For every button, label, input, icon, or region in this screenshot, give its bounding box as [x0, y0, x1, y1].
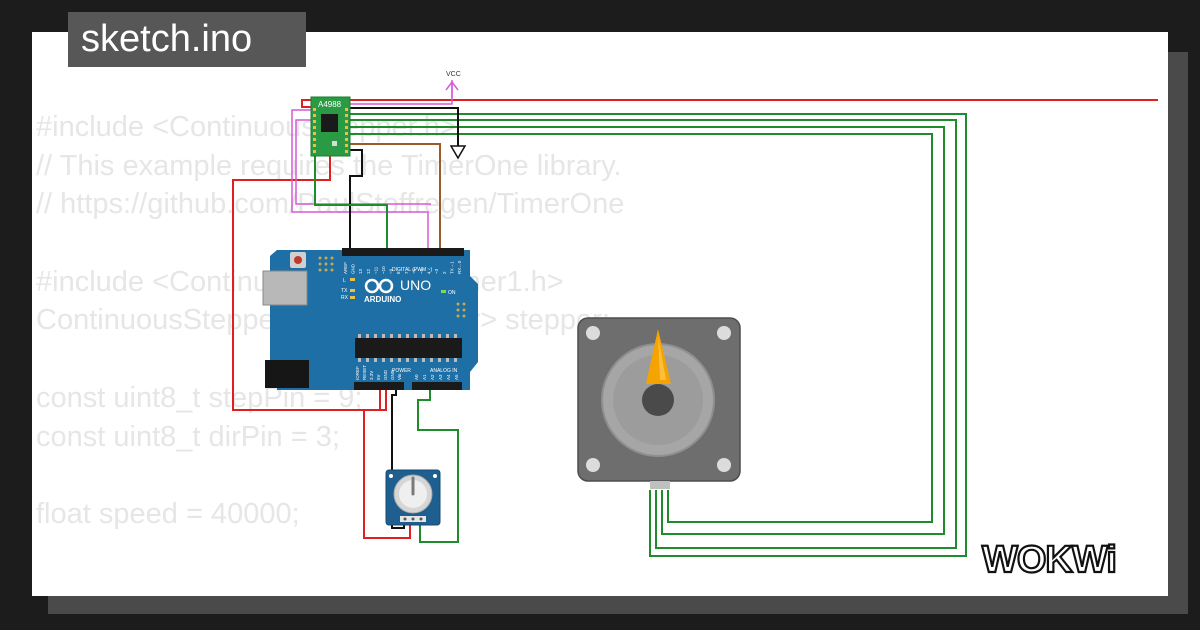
pin-label: 7	[404, 271, 409, 274]
l-led-label: L	[343, 278, 346, 284]
wokwi-logo-icon: WOKWi	[976, 536, 1148, 582]
pin-label: A5	[454, 374, 459, 380]
arduino-uno-board[interactable]	[262, 248, 478, 390]
pin-label: A4	[446, 374, 451, 380]
pin-label: 3.3V	[369, 371, 374, 380]
driver-label: A4988	[318, 100, 342, 109]
signal-wires-green	[314, 156, 459, 543]
motor-needle	[646, 329, 671, 384]
pin-label: Vin	[397, 373, 402, 380]
pin-label: GND	[383, 369, 388, 380]
pin-label: GND	[390, 369, 395, 380]
ground-wires	[340, 107, 459, 529]
pin-label: AREF	[343, 262, 348, 274]
code-line: const uint8_t dirPin = 3;	[36, 420, 340, 453]
pin-label: RX←0	[457, 260, 462, 274]
potentiometer-icon[interactable]	[385, 469, 441, 526]
stepper-motor-icon[interactable]	[577, 317, 741, 489]
pin-label: ~6	[411, 268, 416, 274]
pin-label: ~5	[419, 268, 424, 274]
pin-label: 13	[358, 268, 363, 274]
power-header-label: POWER	[392, 368, 411, 374]
analog-header-label: ANALOG IN	[430, 368, 458, 374]
vcc-label: VCC	[446, 71, 461, 78]
board-brand-label: ARDUINO	[364, 295, 401, 304]
pin-label: A0	[414, 374, 419, 380]
arduino-logo-icon	[364, 278, 394, 294]
rx-led-label: RX	[341, 295, 349, 301]
pin-label: ~10	[381, 266, 386, 274]
pin-label: A3	[438, 374, 443, 380]
pin-label: ~9	[389, 268, 394, 274]
motor-wires	[350, 113, 967, 557]
pin-label: A1	[422, 374, 427, 380]
pin-label: RESET	[362, 365, 367, 380]
pin-label: 8	[396, 271, 401, 274]
ground-icon	[449, 145, 467, 160]
pin-label: ~11	[373, 266, 378, 274]
code-line: float speed = 40000;	[36, 497, 300, 530]
pin-label: GND	[351, 263, 356, 274]
dir-wire-brown	[350, 143, 441, 252]
digital-header-label: DIGITAL (PWM ~)	[392, 267, 432, 273]
board-model-label: UNO	[400, 277, 431, 293]
pin-label: 12	[366, 268, 371, 274]
on-led-label: ON	[448, 290, 456, 296]
usb-port	[262, 270, 308, 306]
mcu-chip	[355, 338, 462, 358]
a4988-driver[interactable]	[310, 96, 351, 157]
pin-label: 2	[442, 271, 447, 274]
tx-led-label: TX	[341, 288, 348, 294]
vcc-icon	[445, 80, 459, 98]
logo-text: WOKWi	[982, 539, 1116, 581]
power-jack	[265, 360, 309, 388]
pin-label: 5V	[376, 374, 381, 380]
pin-label: ~3	[434, 268, 439, 274]
pin-label: A2	[430, 374, 435, 380]
pin-label: IOREF	[355, 366, 360, 380]
pin-label: TX→1	[449, 261, 454, 274]
sketch-title: sketch.ino	[68, 12, 306, 67]
pin-label: 4	[427, 271, 432, 274]
